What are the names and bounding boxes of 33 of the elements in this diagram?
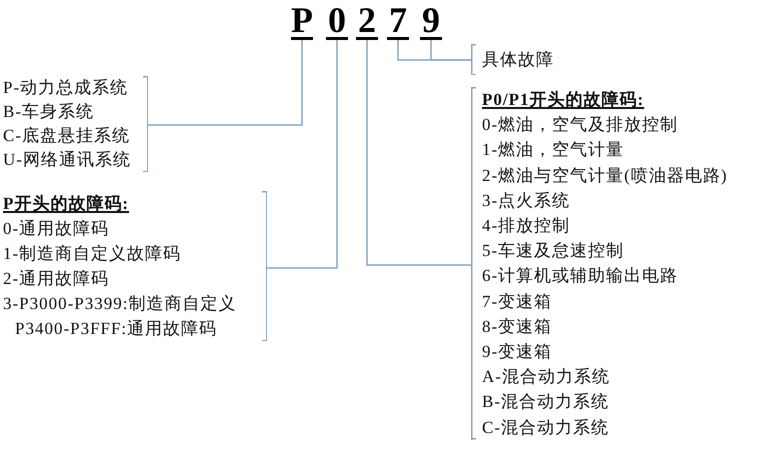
list-item: B-混合动力系统 (482, 391, 609, 414)
code-character: 9 (420, 3, 442, 40)
list-item: 5-车速及怠速控制 (482, 240, 624, 262)
code-character: 0 (326, 3, 348, 40)
list-item: C-混合动力系统 (482, 416, 609, 439)
list-item: 2-通用故障码 (3, 268, 110, 290)
list-item: 2-燃油与空气计量(喷油器电路) (482, 164, 728, 187)
list-item: P-动力总成系统 (3, 77, 128, 99)
code-character: 7 (387, 3, 409, 40)
list-item: 6-计算机或辅助输出电路 (482, 265, 678, 288)
connector-line (430, 40, 471, 61)
list-item: 0-通用故障码 (3, 218, 110, 240)
code-character: 2 (356, 3, 378, 40)
list-item: 8-变速箱 (482, 316, 552, 338)
list-item: 7-变速箱 (482, 290, 552, 313)
connector-line (366, 40, 471, 266)
list-item: 3-点火系统 (482, 190, 570, 212)
connector-line (267, 40, 338, 269)
list-heading: P0/P1开头的故障码: (482, 89, 644, 111)
list-item: C-底盘悬挂系统 (3, 125, 130, 147)
list-heading: P开头的故障码: (3, 193, 130, 215)
description-text: 具体故障 (482, 49, 554, 71)
list-item: B-车身系统 (3, 101, 94, 123)
list-item: 1-制造商自定义故障码 (3, 243, 182, 265)
list-item: 4-排放控制 (482, 215, 570, 238)
list-item: 0-燃油，空气及排放控制 (482, 114, 678, 136)
list-item: A-混合动力系统 (482, 366, 610, 388)
connector-line (148, 40, 303, 126)
list-item: 1-燃油，空气计量 (482, 139, 624, 162)
list-item: 3-P3000-P3399:制造商自定义 P3400-P3FFF:通用故障码 (3, 293, 238, 340)
list-item: 9-变速箱 (482, 341, 552, 364)
code-character: P (291, 3, 313, 40)
list-item: U-网络通讯系统 (3, 149, 131, 171)
